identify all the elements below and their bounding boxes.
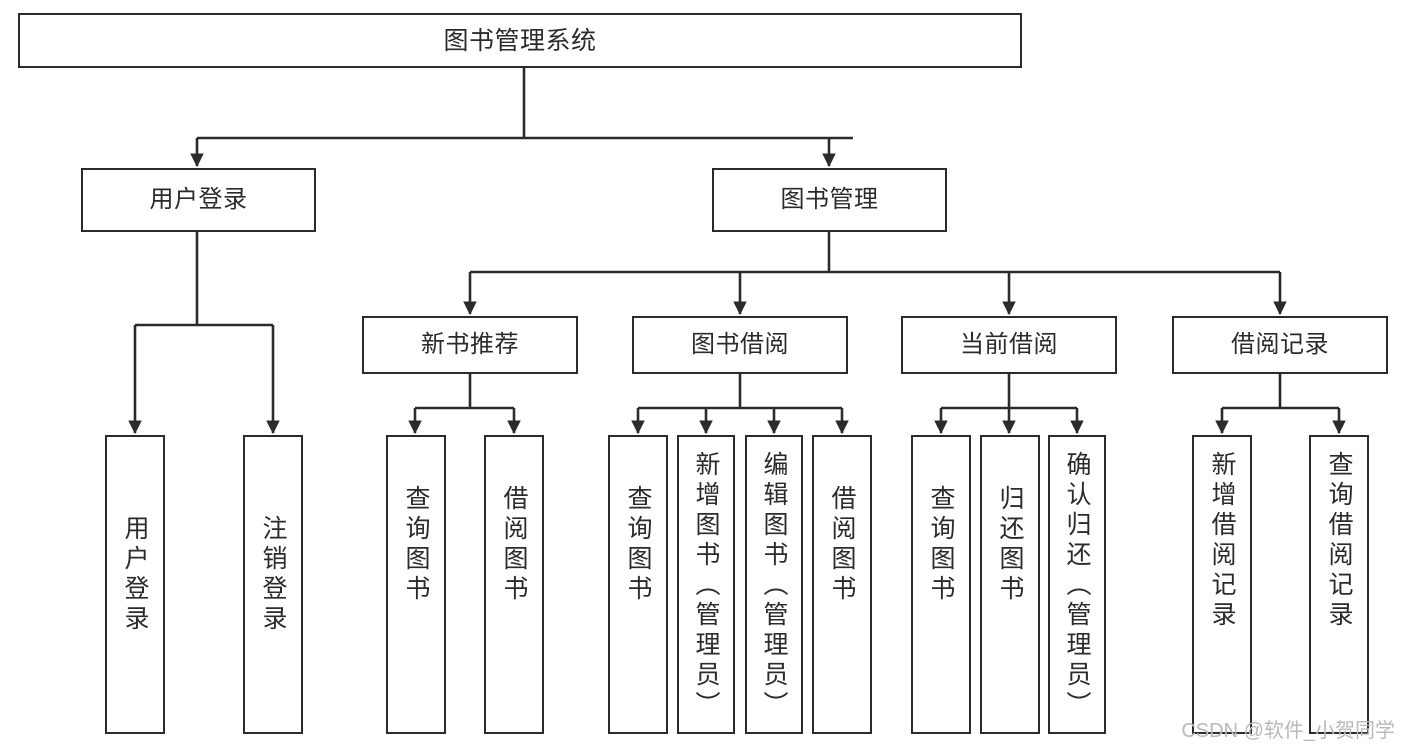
node-leaf-currentborrow-confirm-label: 确认归还（管理员）	[1063, 451, 1091, 721]
node-leaf-currentborrow-query-label: 查询图书	[927, 485, 955, 605]
node-leaf-bookborrow-query[interactable]: 查询图书	[608, 435, 668, 734]
node-leaf-newbook-borrow[interactable]: 借阅图书	[484, 435, 544, 734]
node-leaf-bookborrow-add[interactable]: 新增图书（管理员）	[677, 435, 735, 734]
node-new-book-recommend[interactable]: 新书推荐	[362, 316, 578, 374]
node-leaf-currentborrow-return[interactable]: 归还图书	[980, 435, 1040, 734]
node-leaf-user-login-signout-label: 注销登录	[259, 515, 287, 635]
node-user-login-label: 用户登录	[149, 185, 248, 213]
node-leaf-currentborrow-query[interactable]: 查询图书	[911, 435, 971, 734]
node-leaf-borrowrecord-add[interactable]: 新增借阅记录	[1192, 435, 1252, 734]
node-leaf-bookborrow-query-label: 查询图书	[624, 485, 652, 605]
node-user-login[interactable]: 用户登录	[81, 168, 316, 232]
node-book-management[interactable]: 图书管理	[712, 168, 947, 232]
node-leaf-bookborrow-add-label: 新增图书（管理员）	[692, 451, 720, 721]
node-current-borrow-label: 当前借阅	[960, 330, 1058, 358]
node-leaf-newbook-borrow-label: 借阅图书	[500, 485, 528, 605]
node-leaf-borrowrecord-add-label: 新增借阅记录	[1208, 451, 1236, 631]
node-leaf-borrowrecord-query[interactable]: 查询借阅记录	[1309, 435, 1369, 734]
node-leaf-bookborrow-borrow-label: 借阅图书	[828, 485, 856, 605]
node-book-borrow[interactable]: 图书借阅	[632, 316, 848, 374]
node-book-management-label: 图书管理	[780, 185, 879, 213]
node-leaf-newbook-query-label: 查询图书	[402, 485, 430, 605]
node-leaf-bookborrow-edit-label: 编辑图书（管理员）	[760, 451, 788, 721]
node-leaf-user-login-signin[interactable]: 用户登录	[105, 435, 165, 734]
node-root-system[interactable]: 图书管理系统	[18, 13, 1022, 68]
node-new-book-recommend-label: 新书推荐	[421, 330, 519, 358]
node-leaf-currentborrow-return-label: 归还图书	[996, 485, 1024, 605]
node-borrow-record-label: 借阅记录	[1231, 330, 1329, 358]
node-leaf-bookborrow-edit[interactable]: 编辑图书（管理员）	[745, 435, 803, 734]
node-leaf-borrowrecord-query-label: 查询借阅记录	[1325, 451, 1353, 631]
node-leaf-currentborrow-confirm[interactable]: 确认归还（管理员）	[1048, 435, 1106, 734]
node-book-borrow-label: 图书借阅	[691, 330, 789, 358]
node-leaf-user-login-signout[interactable]: 注销登录	[243, 435, 303, 734]
node-leaf-bookborrow-borrow[interactable]: 借阅图书	[812, 435, 872, 734]
node-leaf-user-login-signin-label: 用户登录	[121, 515, 149, 635]
node-root-system-label: 图书管理系统	[443, 26, 597, 55]
node-current-borrow[interactable]: 当前借阅	[901, 316, 1117, 374]
watermark-credit: CSDN @软件_小贺同学	[1181, 720, 1395, 742]
node-borrow-record[interactable]: 借阅记录	[1172, 316, 1388, 374]
node-leaf-newbook-query[interactable]: 查询图书	[386, 435, 446, 734]
